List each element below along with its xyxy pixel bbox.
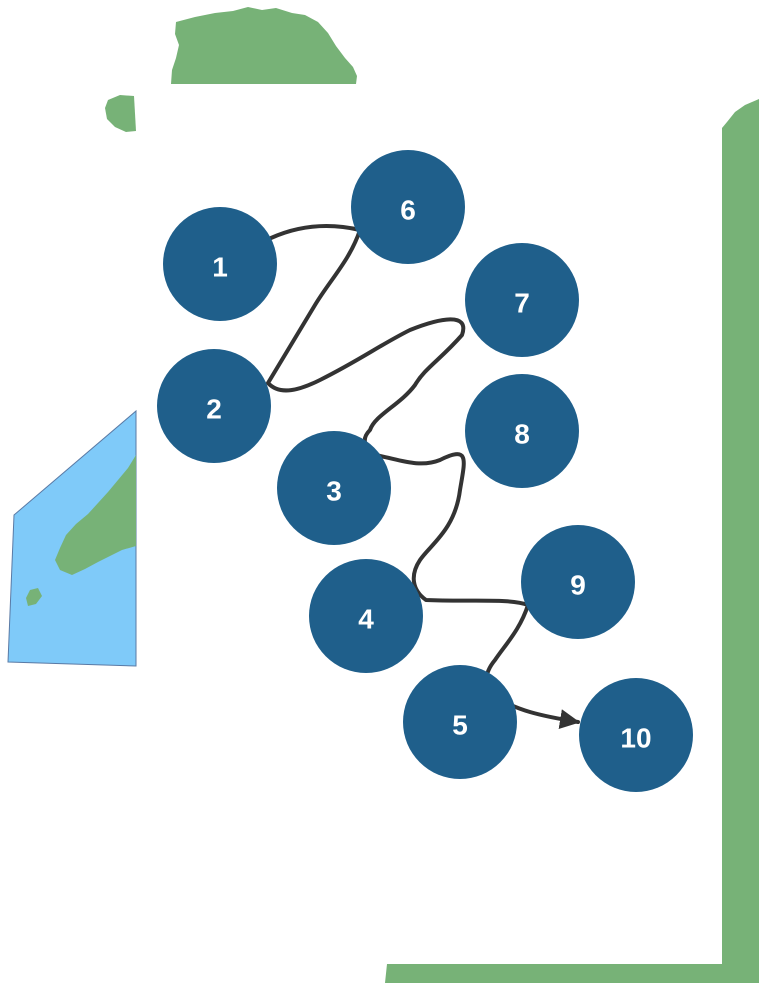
stop-6-marker[interactable]: 6 [351, 150, 465, 264]
stops-layer: 1 2 3 4 5 6 7 [157, 150, 693, 792]
stop-7-marker[interactable]: 7 [465, 243, 579, 357]
stop-3-marker[interactable]: 3 [277, 431, 391, 545]
stop-4-marker[interactable]: 4 [309, 559, 423, 673]
stop-2-marker[interactable]: 2 [157, 349, 271, 463]
stop-8-marker[interactable]: 8 [465, 374, 579, 488]
stop-5-marker[interactable]: 5 [403, 665, 517, 779]
land-islet-southwest [26, 588, 42, 606]
land-island-west [55, 455, 136, 575]
land-islet-west [105, 95, 136, 132]
stop-9-marker[interactable]: 9 [521, 525, 635, 639]
land-island-north [171, 7, 357, 84]
stop-10-marker[interactable]: 10 [579, 678, 693, 792]
land-layer [7, 7, 759, 983]
stop-1-marker[interactable]: 1 [163, 207, 277, 321]
